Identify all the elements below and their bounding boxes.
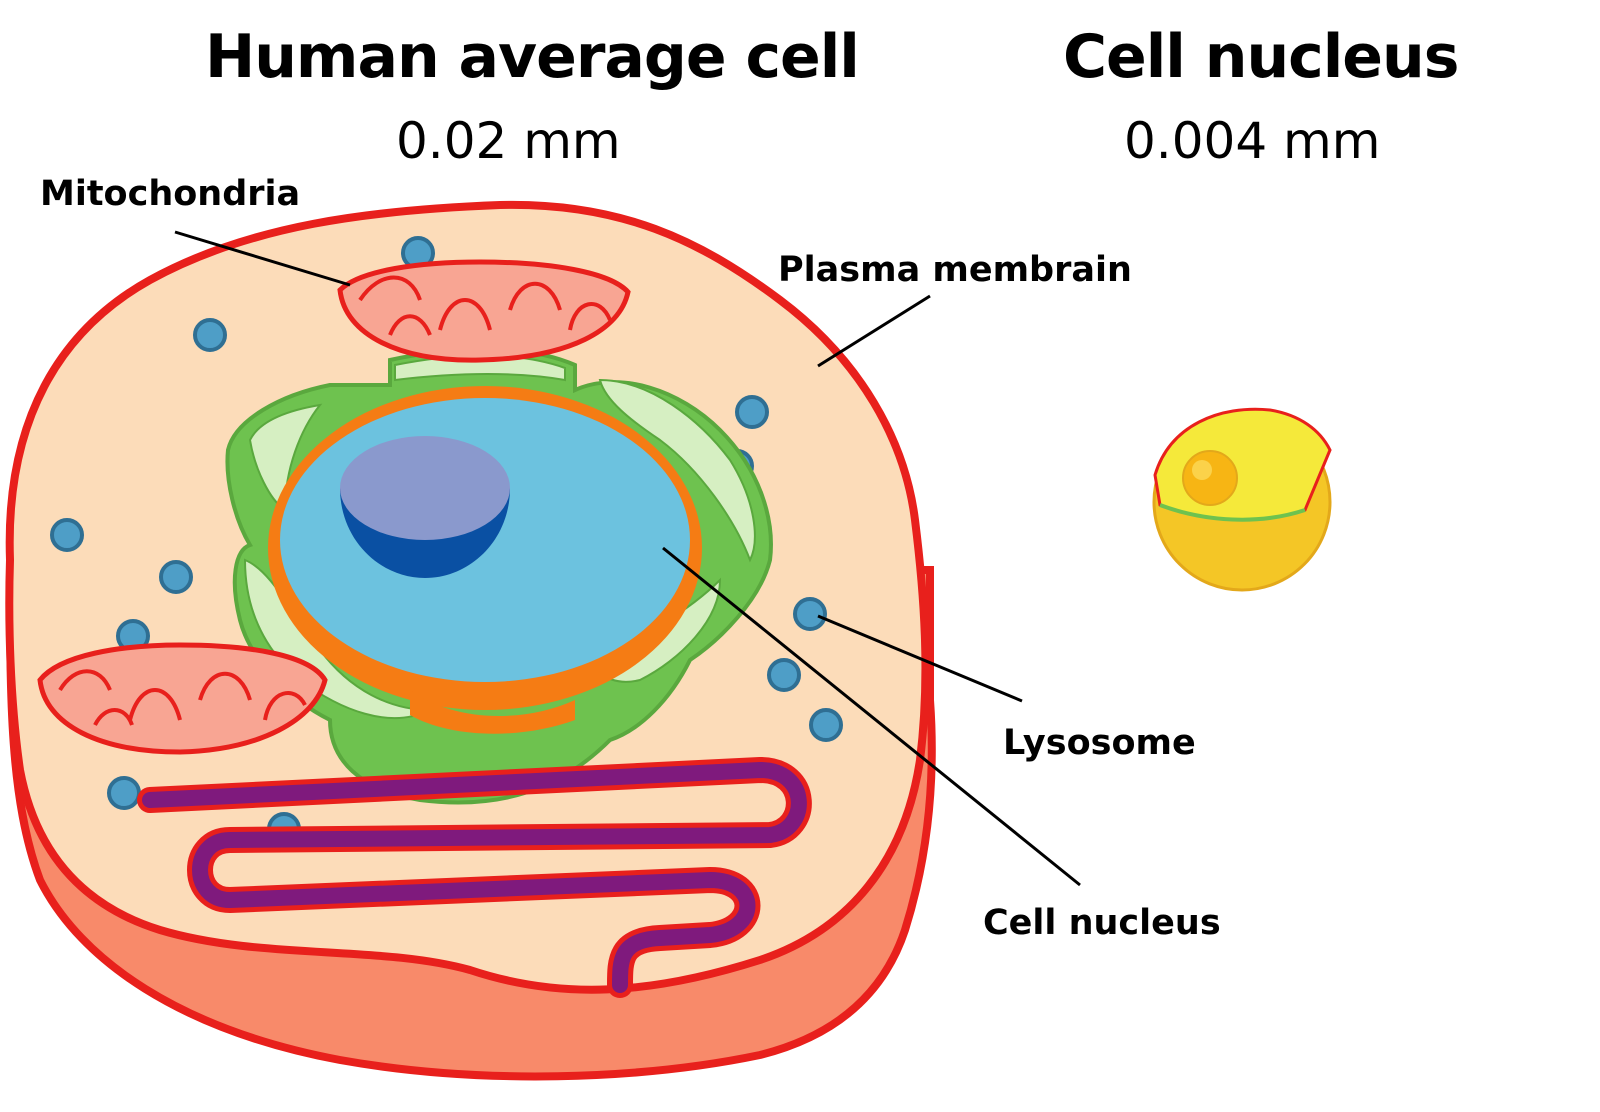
- nucleus-size: 0.004 mm: [1124, 112, 1381, 170]
- lysosome-dot: [193, 318, 227, 352]
- lysosomes: [50, 236, 843, 846]
- leader-lines: [174, 230, 1081, 887]
- small-cell-nucleus: [1152, 407, 1332, 592]
- lysosome-dot: [107, 776, 141, 810]
- leader-plasma: [817, 294, 931, 368]
- leader-lysosome: [817, 614, 1023, 703]
- lysosome-dot: [809, 708, 843, 742]
- lysosome-dot: [735, 395, 769, 429]
- leader-mitochondria: [174, 230, 351, 287]
- mitochondrion-top: [337, 259, 631, 363]
- label-mitochondria: Mitochondria: [40, 174, 301, 214]
- cell-title: Human average cell: [205, 22, 860, 92]
- mitochondrion-left: [37, 642, 328, 755]
- label-plasma-membrane: Plasma membrain: [778, 250, 1132, 290]
- nucleus-title: Cell nucleus: [1063, 22, 1459, 92]
- lysosome-dot: [159, 560, 193, 594]
- lysosome-dot: [50, 518, 84, 552]
- leader-nucleus: [662, 546, 1081, 887]
- nuclear-envelope-bottom: [410, 690, 575, 734]
- nucleolus: [340, 436, 510, 540]
- cell-size: 0.02 mm: [396, 112, 621, 170]
- lysosome-dot: [767, 658, 801, 692]
- label-cell-nucleus: Cell nucleus: [983, 903, 1221, 943]
- label-lysosome: Lysosome: [1003, 723, 1196, 763]
- golgi-light: [243, 354, 756, 719]
- lysosome-dot: [793, 597, 827, 631]
